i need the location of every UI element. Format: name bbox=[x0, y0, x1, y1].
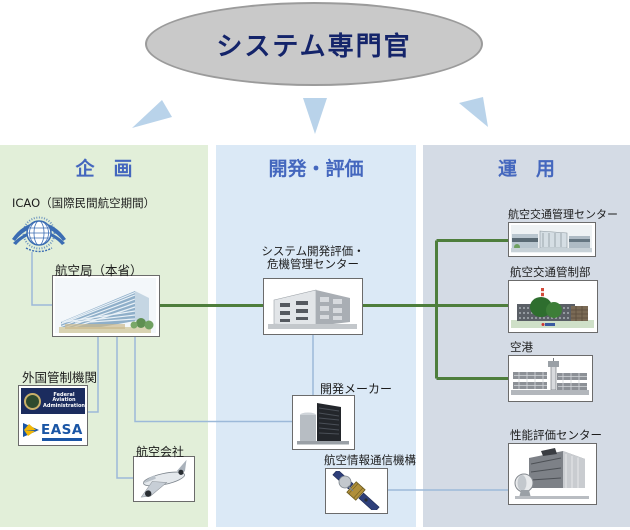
column-header-planning: 企 画 bbox=[75, 158, 133, 180]
jcab-label: 航空局（本省） bbox=[55, 263, 143, 278]
atc-building-box bbox=[508, 280, 598, 333]
foreign-atc-label: 外国管制機関 bbox=[22, 370, 98, 385]
atmc-building-image bbox=[511, 225, 592, 253]
sdecc-label: システム開発評価・ 危機管理センター bbox=[261, 244, 365, 271]
faa-logo-text: Federal Aviation Administration bbox=[43, 391, 85, 409]
maker-label: 開発メーカー bbox=[320, 382, 393, 396]
easa-logo: EASA bbox=[21, 416, 85, 443]
jcab-building-box bbox=[52, 275, 160, 337]
faa-logo: Federal Aviation Administration bbox=[21, 388, 85, 414]
column-header-operation: 運 用 bbox=[497, 158, 555, 180]
maker-building-image bbox=[295, 398, 351, 446]
faa-seal-icon bbox=[24, 392, 41, 410]
atc-building-image bbox=[511, 283, 594, 329]
perf-label: 性能評価センター bbox=[510, 428, 602, 442]
arrow-middle-icon bbox=[303, 98, 327, 134]
airport-label: 空港 bbox=[510, 340, 533, 354]
atc-label: 航空交通管制部 bbox=[510, 265, 591, 279]
title-ellipse: システム専門官 bbox=[145, 2, 483, 86]
jais-label: 航空情報通信機構 bbox=[324, 453, 416, 467]
atmc-building-box bbox=[508, 222, 596, 257]
easa-tagline-bar bbox=[42, 438, 82, 441]
airport-building-box bbox=[508, 355, 593, 402]
column-development: 開発・評価 bbox=[216, 145, 416, 527]
arrow-right-icon bbox=[459, 97, 488, 127]
diagram-title: システム専門官 bbox=[216, 31, 412, 62]
jais-satellite-box bbox=[325, 468, 388, 514]
airplane-image bbox=[136, 459, 191, 498]
airline-box bbox=[133, 456, 195, 502]
icao-label: ICAO（国際民間航空期間） bbox=[12, 196, 156, 210]
maker-building-box bbox=[292, 395, 355, 450]
perf-building-image bbox=[511, 446, 593, 501]
easa-bird-icon bbox=[23, 422, 39, 437]
airline-label: 航空会社 bbox=[136, 445, 185, 459]
sdecc-building-box bbox=[263, 278, 363, 335]
arrow-icons bbox=[132, 97, 488, 134]
column-header-development: 開発・評価 bbox=[268, 158, 364, 180]
easa-logo-text: EASA bbox=[41, 421, 83, 438]
icao-logo-icon bbox=[12, 216, 66, 253]
foreign-atc-box: Federal Aviation Administration EASA bbox=[18, 385, 88, 446]
perf-building-box bbox=[508, 443, 597, 505]
arrow-left-icon bbox=[132, 100, 172, 128]
sdecc-building-image bbox=[266, 281, 359, 331]
jcab-building-image bbox=[55, 278, 156, 333]
atmc-label: 航空交通管理センター bbox=[508, 208, 618, 221]
satellite-image bbox=[328, 471, 384, 510]
airport-image bbox=[511, 358, 589, 398]
blue-wires bbox=[31, 252, 508, 491]
